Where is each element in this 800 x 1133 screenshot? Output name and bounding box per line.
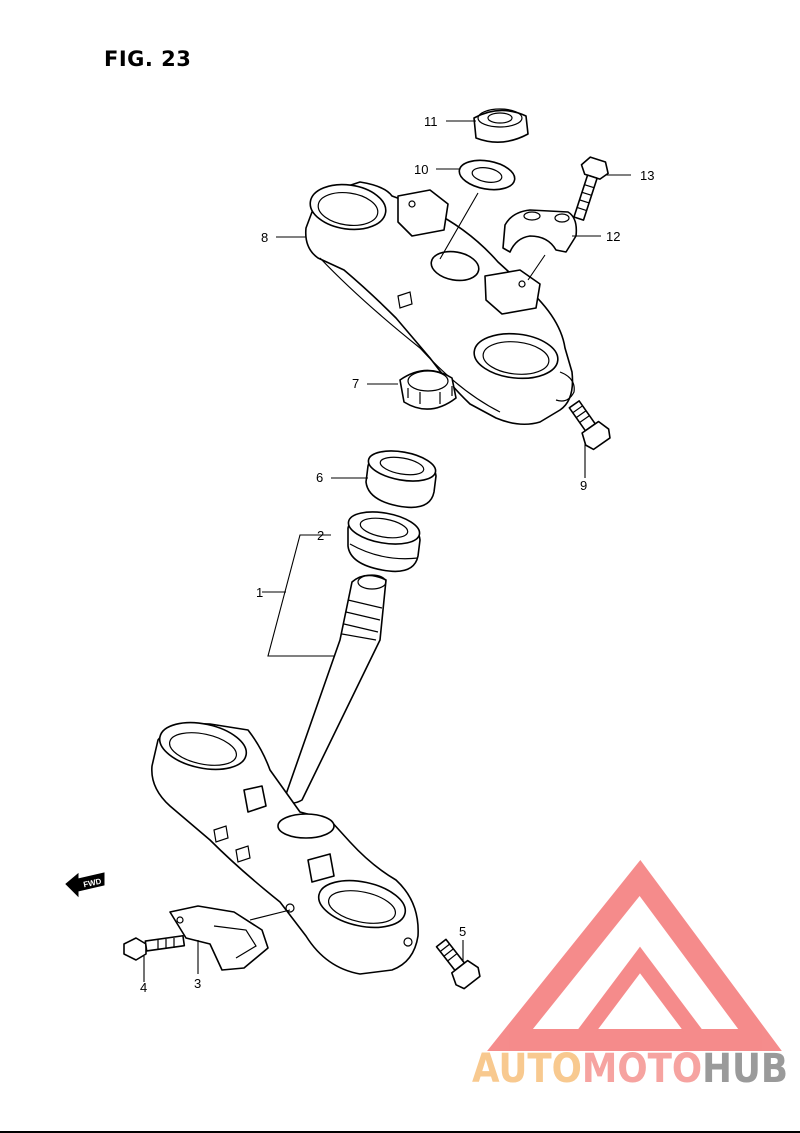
watermark-logo [487,859,782,1051]
upper-bearing [365,450,437,509]
callout-4: 4 [140,980,147,995]
bracket-bolt [123,934,186,961]
clamp-bolt [568,400,611,451]
callout-5: 5 [459,924,466,939]
watermark-part-auto: AUTO [472,1046,582,1092]
lower-clamp-bolt [435,938,481,990]
callout-9: 9 [580,478,587,493]
leader-lines [143,120,631,982]
callout-8: 8 [261,230,268,245]
washer [458,159,516,191]
stem-lock-nut [399,369,457,410]
svg-text:AUTOMOTOHUB: AUTOMOTOHUB [472,1046,788,1092]
handlebar-bolt [573,156,609,221]
steering-stem-nut [473,108,529,143]
callout-13: 13 [640,168,654,183]
figure-title: FIG. 23 [104,47,192,71]
callout-6: 6 [316,470,323,485]
hose-guide-bracket [169,905,269,971]
callout-2: 2 [317,528,324,543]
callout-labels: 1 2 3 4 5 6 7 8 9 10 11 12 13 [140,114,654,995]
watermark-text: AUTOMOTOHUB [472,1046,788,1092]
watermark-part-hub: HUB [702,1046,788,1092]
callout-1: 1 [256,585,263,600]
callout-12: 12 [606,229,620,244]
callout-3: 3 [194,976,201,991]
lower-bearing [347,511,421,573]
callout-11: 11 [424,114,438,129]
handlebar-holder [502,209,578,253]
steering-stem-lower-bracket [151,574,419,975]
forward-direction-arrow: FWD [65,872,105,898]
callout-10: 10 [414,162,428,177]
upper-bracket [304,181,575,426]
callout-7: 7 [352,376,359,391]
watermark-part-moto: MOTO [582,1046,702,1092]
fwd-label: FWD [83,877,103,890]
